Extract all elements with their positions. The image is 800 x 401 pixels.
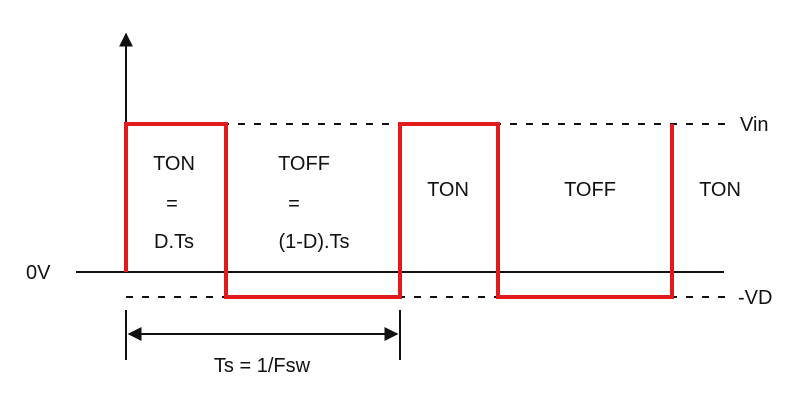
- vin-label: Vin: [740, 114, 769, 136]
- ton-label-2: TON: [427, 179, 469, 201]
- toff-formula: (1-D).Ts: [278, 231, 349, 253]
- ton-formula: D.Ts: [154, 231, 194, 253]
- negative-vd-label: -VD: [738, 287, 772, 309]
- ton-equals: =: [166, 193, 178, 215]
- zero-volt-label: 0V: [26, 262, 51, 284]
- ton-label-1: TON: [153, 153, 195, 175]
- toff-equals: =: [288, 193, 300, 215]
- toff-label-1: TOFF: [278, 153, 330, 175]
- toff-label-2: TOFF: [564, 179, 616, 201]
- switch-node-waveform: [124, 122, 674, 299]
- period-label: Ts = 1/Fsw: [214, 355, 311, 377]
- ton-label-3: TON: [699, 179, 741, 201]
